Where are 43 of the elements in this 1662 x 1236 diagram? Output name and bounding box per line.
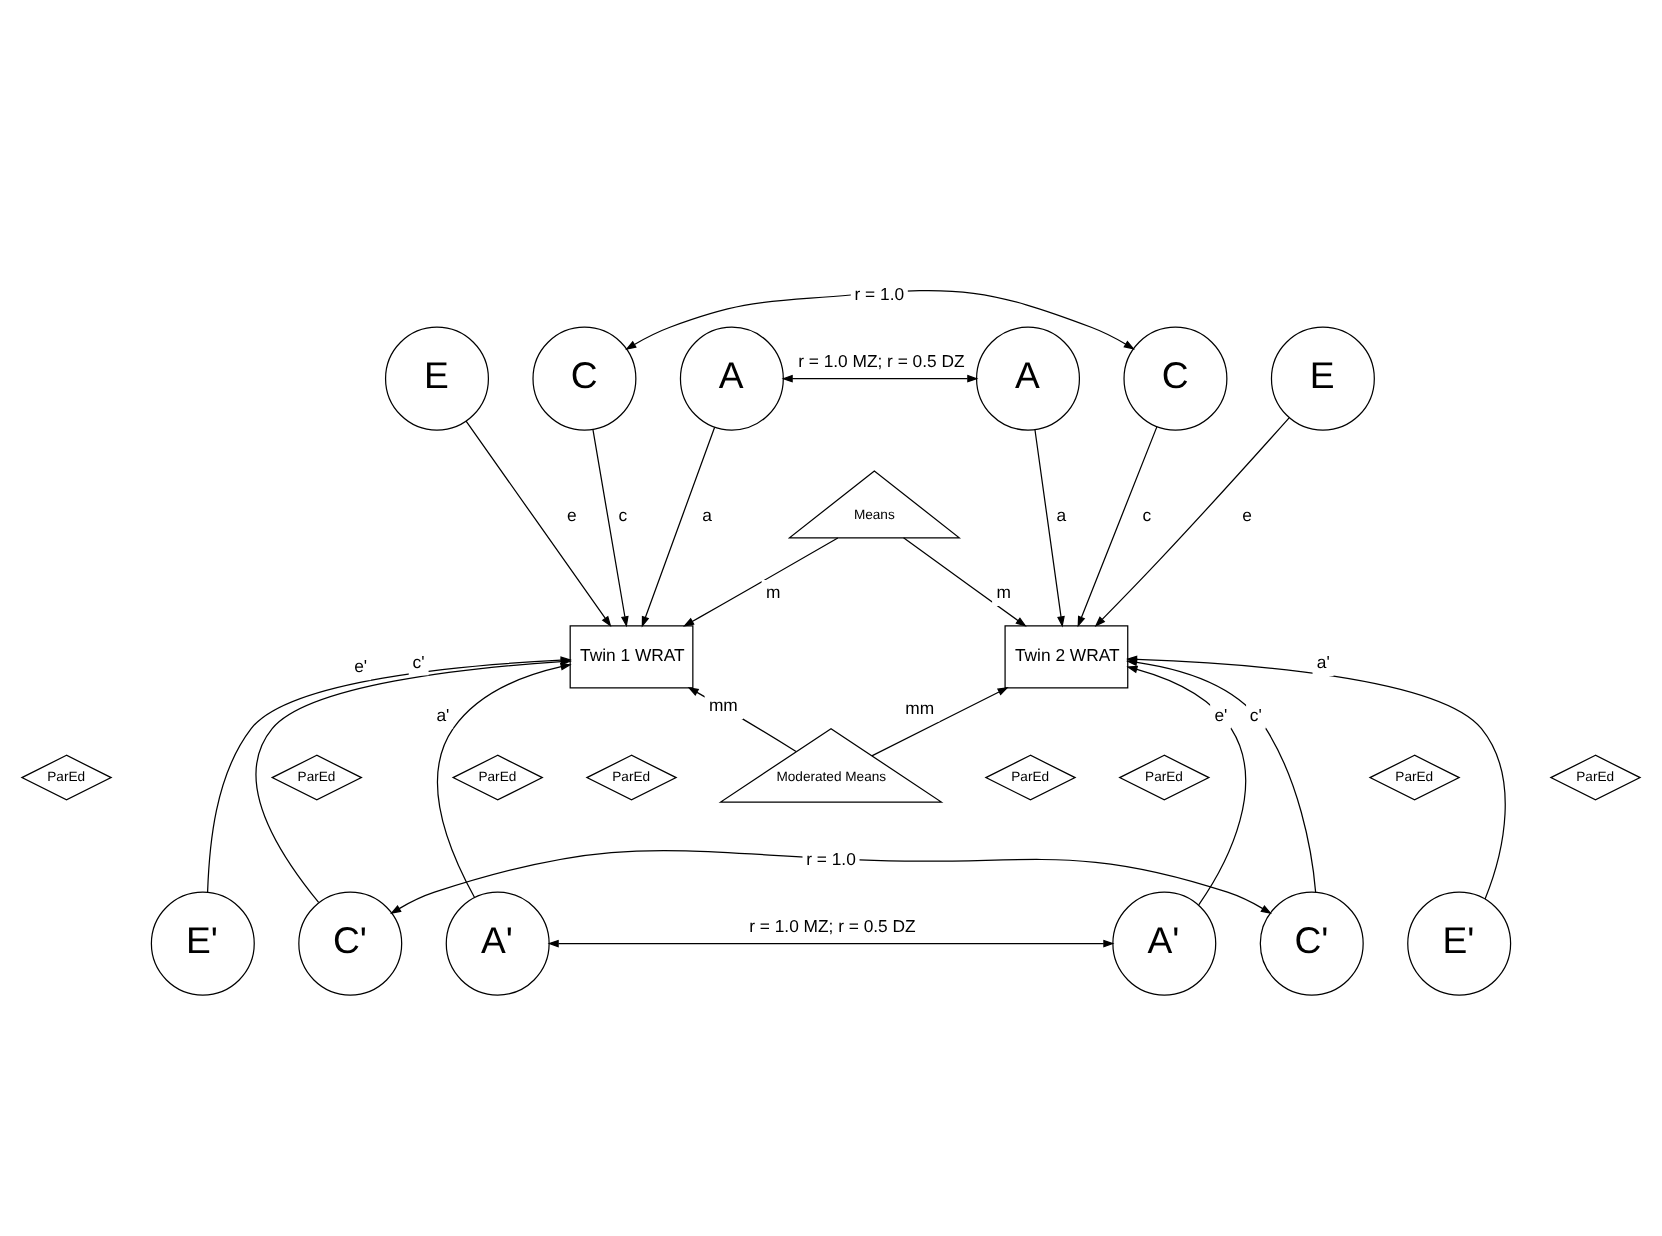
node-circle: A [679, 325, 784, 430]
node-circle: E' [150, 890, 255, 995]
edge-label: e' [1214, 703, 1228, 724]
arrow [687, 685, 797, 752]
edge-label: r = 1.0 [806, 847, 856, 868]
edge-label: c [1142, 503, 1152, 524]
arrow [871, 686, 1009, 756]
arrow [902, 536, 1027, 626]
edge-label: c' [1249, 703, 1262, 724]
edge-label: e' [354, 655, 368, 676]
edge-label: e [1242, 503, 1253, 524]
edge-label: r = 1.0 [854, 282, 905, 303]
arrow [1034, 428, 1065, 627]
arrow [781, 373, 979, 382]
node-circle: A [975, 325, 1081, 430]
edge-label: mm [905, 697, 935, 718]
node-box: Twin 2 WRAT [1004, 624, 1129, 688]
arrow [436, 661, 572, 897]
edge-label: m [996, 581, 1011, 602]
node-circle: A' [445, 890, 550, 995]
edge-label: c [618, 503, 628, 524]
arrow [1094, 416, 1290, 627]
node-circle: E [1270, 325, 1375, 430]
node-circle: E [384, 325, 490, 430]
edge-label: a [702, 503, 712, 524]
edge-label: mm [708, 694, 738, 715]
edge-label: m [765, 581, 781, 602]
edge-label: r = 1.0 MZ; r = 0.5 DZ [749, 915, 916, 936]
arrow [390, 849, 1272, 914]
node-circle: A' [1112, 890, 1217, 995]
arrow [625, 289, 1135, 349]
node-box: Twin 1 WRAT [569, 624, 694, 688]
arrow [682, 536, 839, 626]
edge-label: a' [436, 703, 450, 724]
arrow [465, 419, 612, 627]
edge-label: a [1056, 503, 1067, 524]
arrow [1126, 664, 1247, 905]
edge-label: c' [412, 650, 425, 671]
edge-label: a' [1316, 651, 1330, 672]
edge-label: r = 1.0 MZ; r = 0.5 DZ [798, 350, 965, 371]
edge-label: e [567, 503, 577, 524]
node-circle: E' [1407, 890, 1512, 995]
arrow [547, 938, 1115, 947]
